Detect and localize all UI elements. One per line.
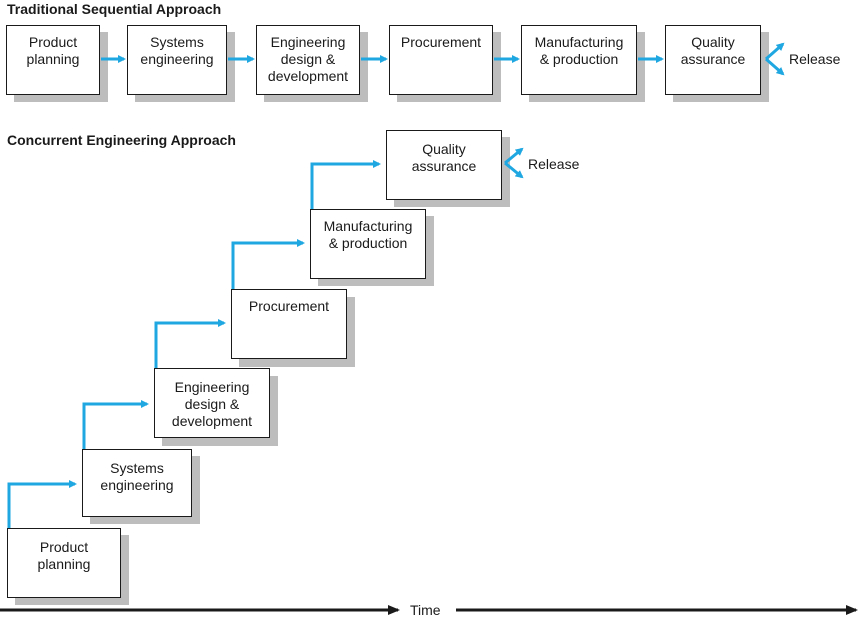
concurrent-title: Concurrent Engineering Approach	[7, 132, 236, 148]
conc-step-product-planning: Product planning	[7, 528, 121, 598]
conc-step-label: Product planning	[37, 539, 91, 572]
trad-step-engineering-design: Engineering design & development	[256, 25, 360, 95]
trad-step-label: Engineering design & development	[267, 34, 349, 84]
conc-step-label: Engineering design & development	[171, 379, 253, 429]
conc-arrow-4	[231, 239, 305, 289]
trad-step-label: Quality assurance	[680, 34, 746, 67]
conc-step-manufacturing: Manufacturing & production	[310, 209, 426, 279]
traditional-title: Traditional Sequential Approach	[7, 1, 222, 17]
trad-step-label: Product planning	[26, 34, 80, 67]
conc-arrow-2	[82, 400, 149, 449]
conc-step-label: Manufacturing & production	[323, 218, 413, 251]
trad-step-label: Procurement	[400, 34, 482, 50]
conc-release-label: Release	[528, 156, 580, 172]
trad-step-quality-assurance: Quality assurance	[665, 25, 761, 95]
conc-step-procurement: Procurement	[231, 289, 347, 359]
conc-step-label: Systems engineering	[100, 460, 174, 493]
time-label: Time	[410, 602, 441, 618]
trad-step-product-planning: Product planning	[6, 25, 100, 95]
trad-step-label: Systems engineering	[140, 34, 214, 67]
conc-step-label: Quality assurance	[411, 141, 477, 174]
trad-step-systems-engineering: Systems engineering	[127, 25, 227, 95]
conc-arrow-5	[310, 160, 381, 209]
conc-step-engineering-design: Engineering design & development	[154, 368, 270, 438]
conc-step-label: Procurement	[248, 298, 330, 314]
conc-step-systems-engineering: Systems engineering	[82, 449, 192, 517]
conc-arrow-1	[7, 480, 77, 528]
trad-step-procurement: Procurement	[389, 25, 493, 95]
conc-step-quality-assurance: Quality assurance	[386, 130, 502, 200]
trad-release-label: Release	[789, 51, 841, 67]
conc-arrow-3	[154, 319, 226, 368]
trad-step-label: Manufacturing & production	[534, 34, 624, 67]
trad-step-manufacturing: Manufacturing & production	[521, 25, 637, 95]
